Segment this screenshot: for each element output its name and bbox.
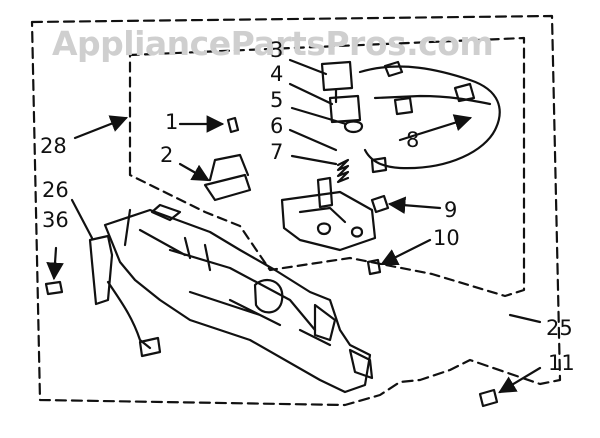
leader-2 xyxy=(178,162,210,182)
leader-7 xyxy=(290,154,338,166)
callout-4: 4 xyxy=(270,62,284,86)
part-10-screw xyxy=(366,258,382,276)
leader-25 xyxy=(508,313,542,324)
part-5-ring xyxy=(343,120,364,134)
part-8-harness xyxy=(358,65,501,170)
callout-8: 8 xyxy=(406,128,420,152)
leader-8 xyxy=(398,114,473,142)
callout-10: 10 xyxy=(433,226,460,250)
part-3-cap xyxy=(320,60,354,92)
part-26-bracket xyxy=(88,234,114,306)
callout-2: 2 xyxy=(160,143,174,167)
callout-6: 6 xyxy=(270,114,284,138)
part-9-clip xyxy=(370,194,390,214)
part-4-switch xyxy=(328,94,362,124)
watermark-logo: AppliancePartsPros.com xyxy=(52,24,494,63)
part-36-screw xyxy=(44,280,64,296)
part-26-wire xyxy=(106,280,152,350)
leader-28 xyxy=(73,115,129,140)
part-11-screw xyxy=(478,388,499,408)
callout-7: 7 xyxy=(270,140,284,164)
leader-6 xyxy=(288,128,338,152)
part-7-spring xyxy=(336,158,350,184)
part-1-screw xyxy=(226,116,240,134)
leader-9 xyxy=(387,196,442,215)
inner-boundary xyxy=(128,36,526,298)
leader-10 xyxy=(380,238,432,266)
callout-1: 1 xyxy=(165,110,179,134)
main-bracket xyxy=(103,208,372,394)
callout-28: 28 xyxy=(40,134,67,158)
leader-5 xyxy=(290,106,348,126)
callout-36: 36 xyxy=(42,208,69,232)
callout-11: 11 xyxy=(548,351,575,375)
part-2-bracket xyxy=(203,153,252,202)
callout-26: 26 xyxy=(42,178,69,202)
leader-36 xyxy=(46,246,64,281)
outer-boundary xyxy=(30,14,562,407)
valve-body xyxy=(280,190,377,252)
leader-11 xyxy=(498,366,542,394)
leader-3 xyxy=(288,58,328,76)
leader-4 xyxy=(288,82,334,106)
callout-3: 3 xyxy=(270,38,284,62)
callout-9: 9 xyxy=(444,198,458,222)
callout-25: 25 xyxy=(546,316,573,340)
leader-26 xyxy=(70,198,94,240)
callout-5: 5 xyxy=(270,88,284,112)
